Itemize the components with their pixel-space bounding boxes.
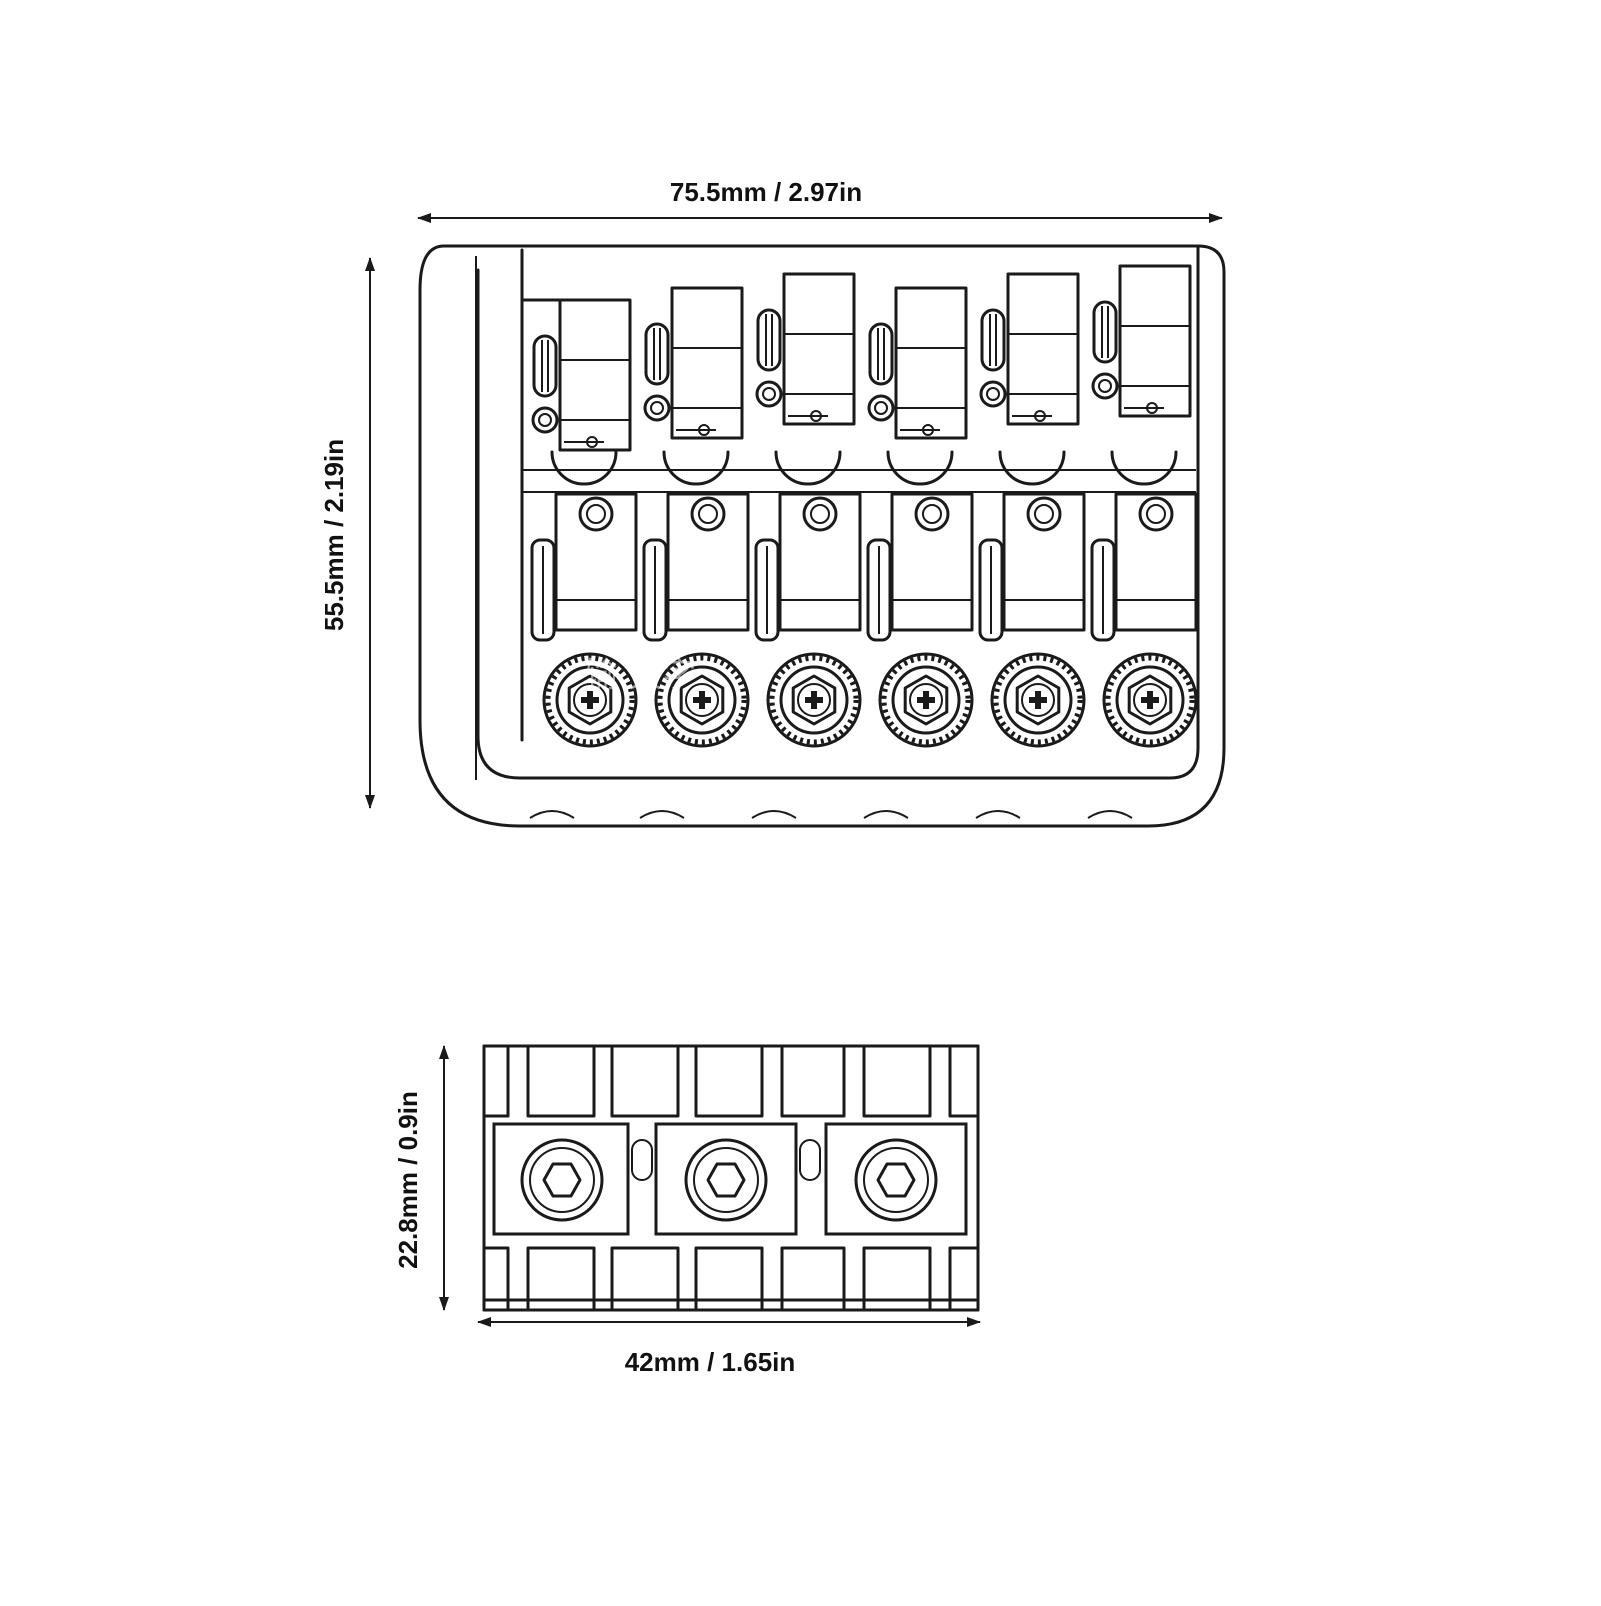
saddle-housing xyxy=(890,492,974,632)
string-hole xyxy=(886,450,954,486)
housing-screw-icon xyxy=(578,496,614,532)
top-width-label: 75.5mm / 2.97in xyxy=(669,177,863,207)
hex-socket-icon xyxy=(706,1162,746,1198)
phillips-screw-icon xyxy=(1141,691,1159,709)
bridge-side-view xyxy=(482,1044,980,1312)
hex-nut xyxy=(903,674,949,726)
phillips-screw-icon xyxy=(1029,691,1047,709)
string-hole xyxy=(1110,450,1178,486)
intonation-slot xyxy=(1092,300,1118,364)
saddle-housing xyxy=(1002,492,1086,632)
saddle-upper-block xyxy=(670,286,744,440)
bridge-top-view xyxy=(418,244,1226,828)
saddle-upper-block xyxy=(558,298,632,452)
housing-screw-icon xyxy=(802,496,838,532)
saddle-housing xyxy=(1114,492,1198,632)
housing-screw-icon xyxy=(914,496,950,532)
phillips-screw-icon xyxy=(581,691,599,709)
phillips-screw-icon xyxy=(917,691,935,709)
side-block-1 xyxy=(492,1122,630,1236)
hex-socket-icon xyxy=(876,1162,916,1198)
housing-slot xyxy=(866,538,892,642)
saddle-housing xyxy=(666,492,750,632)
side-block-2 xyxy=(654,1122,798,1236)
string-hole xyxy=(774,450,842,486)
string-hole xyxy=(550,450,618,486)
inner-plate-outline xyxy=(476,244,1200,780)
saddle-upper-block xyxy=(1006,272,1080,426)
hex-nut xyxy=(1127,674,1173,726)
intonation-screw-icon xyxy=(643,394,671,422)
housing-screw-icon xyxy=(1138,496,1174,532)
intonation-screw-icon xyxy=(1091,372,1119,400)
hex-nut xyxy=(567,674,613,726)
side-bottom-tabs xyxy=(482,1246,980,1312)
hex-nut xyxy=(679,674,725,726)
housing-screw-icon xyxy=(1026,496,1062,532)
intonation-screw-icon xyxy=(979,380,1007,408)
watermark-text: 输 文字 xyxy=(583,655,697,696)
base-bottom-scallops xyxy=(529,810,1133,819)
saddle-upper-block xyxy=(782,272,856,426)
intonation-screw-icon xyxy=(531,406,559,434)
housing-screw-icon xyxy=(690,496,726,532)
side-top-tabs xyxy=(482,1044,980,1118)
saddle-upper-block xyxy=(1118,264,1192,418)
housing-slot xyxy=(754,538,780,642)
hex-nut xyxy=(1015,674,1061,726)
hex-nut xyxy=(791,674,837,726)
saddle-housing xyxy=(554,492,638,632)
saddle-group xyxy=(530,264,1198,748)
phillips-screw-icon xyxy=(805,691,823,709)
side-height-label: 22.8mm / 0.9in xyxy=(393,1091,423,1269)
hex-socket-icon xyxy=(542,1162,582,1198)
base-plate-outline xyxy=(418,244,1226,828)
phillips-screw-icon xyxy=(693,691,711,709)
saddle-upper-block xyxy=(894,286,968,440)
intonation-screw-icon xyxy=(755,380,783,408)
intonation-slot xyxy=(644,322,670,386)
housing-slot xyxy=(530,538,556,642)
housing-slot xyxy=(978,538,1004,642)
intonation-slot xyxy=(756,308,782,372)
side-width-label: 42mm / 1.65in xyxy=(624,1347,796,1377)
string-hole xyxy=(998,450,1066,486)
string-hole xyxy=(662,450,730,486)
intonation-slot xyxy=(868,322,894,386)
top-height-label: 55.5mm / 2.19in xyxy=(319,438,349,632)
intonation-slot xyxy=(532,334,558,398)
intonation-screw-icon xyxy=(867,394,895,422)
housing-slot xyxy=(1090,538,1116,642)
side-block-3 xyxy=(824,1122,968,1236)
intonation-slot xyxy=(980,308,1006,372)
housing-slot xyxy=(642,538,668,642)
saddle-housing xyxy=(778,492,862,632)
